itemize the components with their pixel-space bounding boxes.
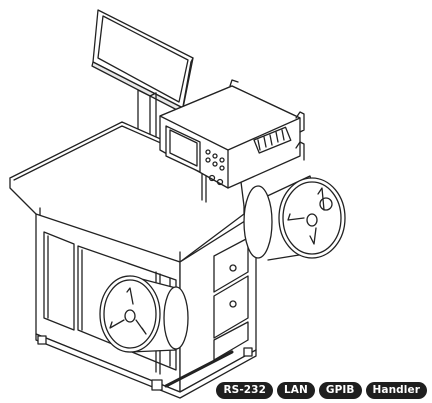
gpib-badge: GPIB xyxy=(318,382,362,399)
lower-cable-reel xyxy=(99,275,189,353)
upper-cable-reel xyxy=(243,175,346,261)
interface-badges: RS-232 LAN GPIB Handler xyxy=(216,382,427,399)
monitor xyxy=(91,9,194,113)
instrument xyxy=(159,79,305,203)
rs232-badge: RS-232 xyxy=(216,382,273,399)
handler-badge: Handler xyxy=(365,382,427,399)
lan-badge: LAN xyxy=(277,382,315,399)
